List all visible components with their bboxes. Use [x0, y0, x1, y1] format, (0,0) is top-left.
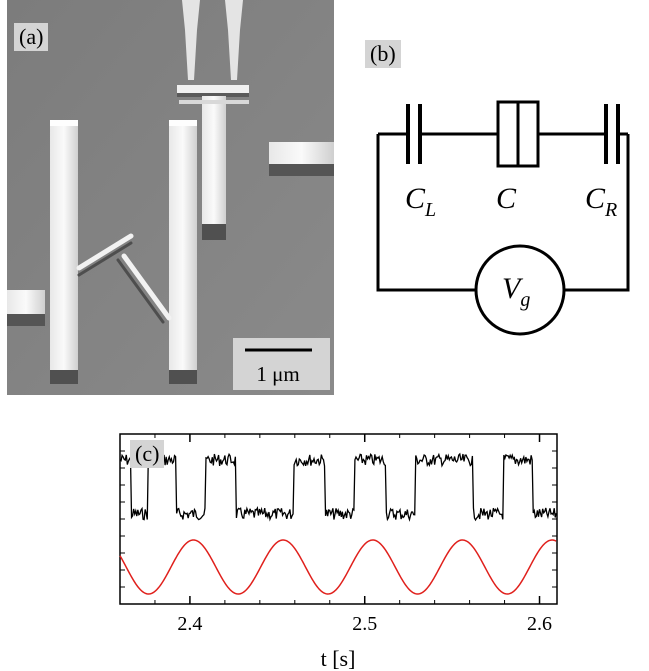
circuit-diagram: CL C CR Vg [376, 100, 630, 336]
time-trace-chart: 2.4 2.5 2.6 t [s] [119, 433, 558, 671]
left-pillar [50, 120, 78, 384]
x-tick-label: 2.5 [352, 613, 377, 635]
scale-bar-label: 1 μm [256, 362, 299, 386]
sem-micrograph: 1 μm [7, 0, 334, 395]
source-circle [474, 244, 566, 336]
x-axis-label: t [s] [321, 646, 356, 671]
panel-c-label: (c) [130, 440, 165, 468]
left-wire [376, 134, 476, 292]
cl-label: CL [405, 182, 436, 221]
nanowire-beams [76, 233, 172, 324]
right-pillar [169, 120, 197, 384]
panel-a-label: (a) [14, 23, 49, 51]
telegraph-series [119, 452, 557, 522]
x-tick-label: 2.6 [527, 613, 552, 635]
drive-series [119, 539, 557, 595]
cr-label: CR [585, 182, 617, 221]
axis-tick-labels: 2.4 2.5 2.6 [177, 613, 552, 635]
axis-ticks [120, 434, 557, 604]
top-electrodes [177, 0, 249, 240]
vg-label: Vg [502, 272, 530, 311]
x-tick-label: 2.4 [177, 613, 202, 635]
c-label: C [496, 182, 517, 215]
left-side-electrode [7, 290, 45, 326]
right-side-electrode [269, 142, 334, 176]
scale-bar-box [233, 338, 330, 390]
right-wire [565, 134, 630, 292]
panel-b-label: (b) [365, 40, 401, 68]
